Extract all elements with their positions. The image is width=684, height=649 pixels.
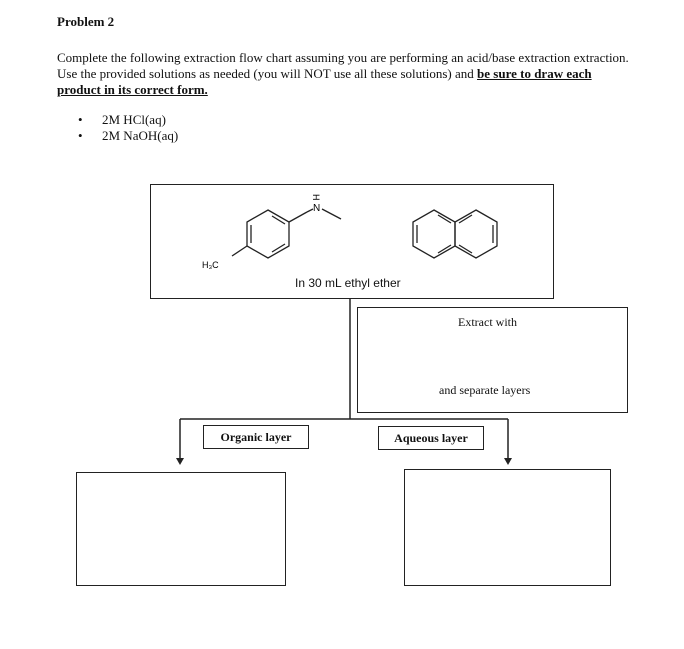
organic-product-box[interactable] [76, 472, 286, 586]
methylbenzylamine-structure [231, 208, 342, 259]
aqueous-layer-label: Aqueous layer [378, 426, 484, 450]
nh-hydrogen-label: H [311, 194, 321, 201]
ch2-bond [288, 211, 308, 223]
organic-layer-label: Organic layer [203, 425, 309, 449]
naphthalene-structure [412, 209, 498, 259]
instructions: Complete the following extraction flow c… [57, 50, 632, 98]
solution-item: • 2M NaOH(aq) [78, 128, 178, 144]
methyl-group-label: H₃C [202, 260, 219, 270]
solution-label: 2M HCl(aq) [102, 112, 166, 127]
extract-with-label: Extract with [458, 315, 517, 329]
arrow-down-icon [176, 458, 184, 465]
extract-answer-box[interactable] [357, 307, 628, 413]
bullet-icon: • [78, 128, 83, 143]
starting-mixture-box [150, 184, 554, 299]
instructions-text: Complete the following extraction flow c… [57, 50, 629, 81]
start-solvent-label: In 30 mL ethyl ether [295, 276, 401, 290]
solution-label: 2M NaOH(aq) [102, 128, 179, 143]
separate-layers-label: and separate layers [439, 383, 531, 397]
aqueous-product-box[interactable] [404, 469, 611, 586]
solutions-list: • 2M HCl(aq) • 2M NaOH(aq) [78, 112, 178, 144]
problem-title: Problem 2 [57, 14, 115, 29]
naphthalene-ring-right [454, 209, 498, 259]
bullet-icon: • [78, 112, 83, 127]
instructions-emphasis: be sure to draw each product in its corr… [57, 66, 592, 97]
arrow-down-icon [504, 458, 512, 465]
molecule-structures: N H H₃C [202, 194, 498, 270]
n-methyl-bond [321, 208, 342, 220]
solution-item: • 2M HCl(aq) [78, 112, 178, 128]
methyl-bond [231, 245, 248, 257]
nitrogen-atom-label: N [313, 203, 320, 214]
n-bond-left [306, 208, 314, 213]
